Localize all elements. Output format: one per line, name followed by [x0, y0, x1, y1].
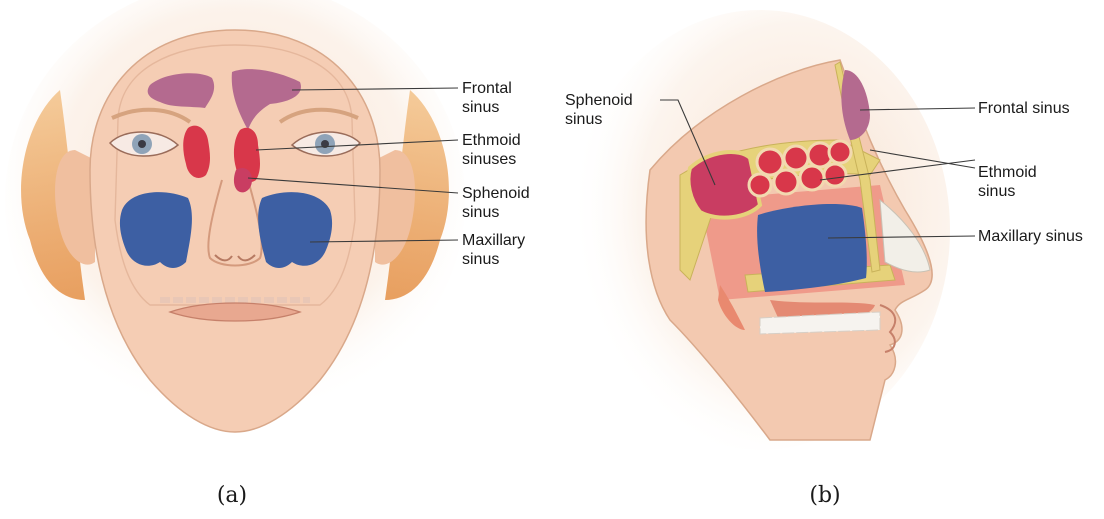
maxillary-sinus-side	[757, 204, 867, 292]
label-a-maxillary: Maxillary sinus	[462, 232, 530, 268]
caption-b: (b)	[809, 483, 840, 508]
label-b-frontal: Frontal sinus	[978, 100, 1070, 117]
maxillary-sinus-right	[258, 192, 332, 268]
caption-a: (a)	[217, 483, 247, 508]
label-a-ethmoid: Ethmoid sinuses	[462, 132, 525, 168]
panel-a-front-view: Frontal sinus Ethmoid sinuses Sphenoid s…	[5, 0, 534, 508]
label-a-sphenoid: Sphenoid sinus	[462, 185, 534, 221]
label-b-ethmoid: Ethmoid sinus	[978, 164, 1041, 200]
maxillary-sinus-left	[120, 192, 192, 268]
label-a-frontal: Frontal sinus	[462, 80, 516, 116]
panel-b-side-view: Sphenoid sinus Frontal sinus Ethmoid sin…	[565, 10, 1083, 508]
label-b-maxillary: Maxillary sinus	[978, 228, 1083, 245]
